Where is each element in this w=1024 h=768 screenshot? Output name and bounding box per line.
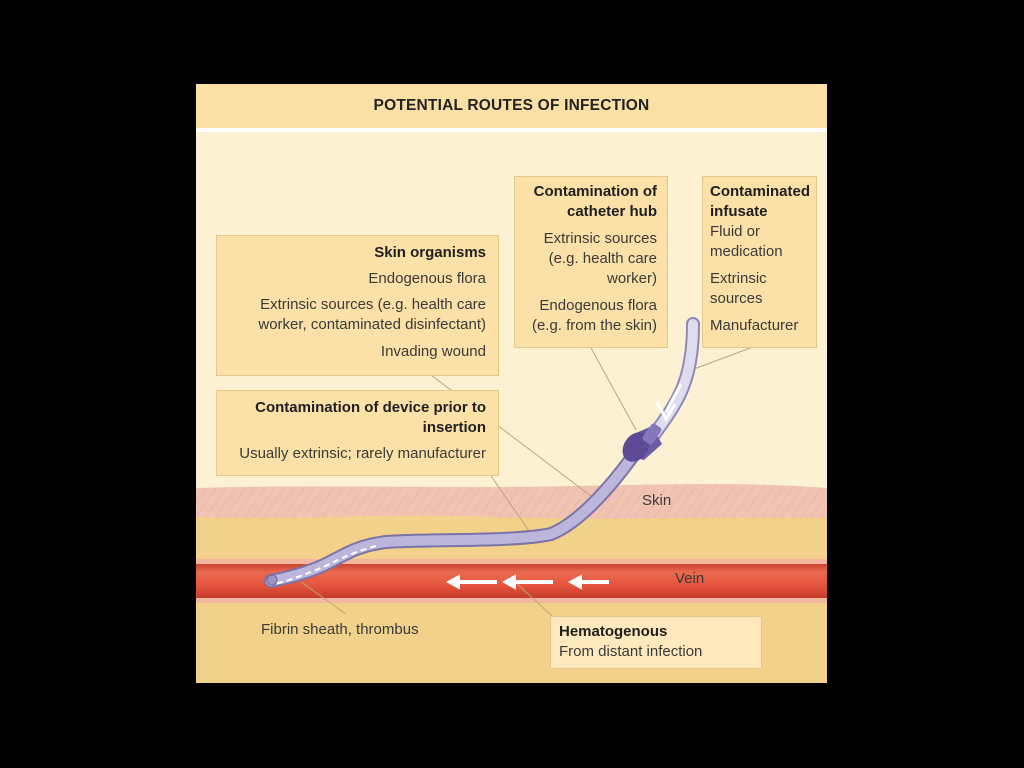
fibrin-label: Fibrin sheath, thrombus [261, 621, 419, 638]
catheter-hub-heading: catheter hub [566, 203, 657, 220]
infusate-heading: infusate [710, 203, 768, 220]
fibrin-sheath [273, 545, 377, 585]
catheter-hub-line: (e.g. health care [548, 250, 657, 267]
title-bar: POTENTIAL ROUTES OF INFECTION [196, 84, 827, 132]
skin-organisms-line: Invading wound [380, 343, 486, 360]
device-heading: insertion [422, 419, 486, 436]
contaminated-infusate-box: Contaminated infusate Fluid or medicatio… [702, 176, 817, 348]
diagram-title: POTENTIAL ROUTES OF INFECTION [373, 97, 650, 114]
device-contamination-box: Contamination of device prior to inserti… [216, 390, 499, 476]
hematogenous-box: Hematogenous From distant infection [550, 616, 762, 669]
skin-organisms-line: worker, contaminated disinfectant) [258, 316, 486, 333]
catheter-hub-line: Endogenous flora [539, 297, 657, 314]
skin-organisms-line: Endogenous flora [368, 270, 486, 287]
catheter-hub [622, 423, 662, 462]
skin-organisms-box: Skin organisms Endogenous flora Extrinsi… [216, 235, 499, 376]
skin-organisms-line: Extrinsic sources (e.g. health care [260, 296, 486, 313]
blood-flow-arrows [445, 574, 609, 590]
catheter-hub-heading: Contamination of [533, 183, 657, 200]
catheter-hub-line: worker) [606, 270, 657, 287]
infusate-line: sources [710, 290, 763, 307]
hematogenous-heading: Hematogenous [559, 623, 668, 640]
infusate-flow-arrow [655, 383, 683, 423]
hematogenous-line: From distant infection [559, 643, 703, 660]
diagram-panel: POTENTIAL ROUTES OF INFECTION Skin organ… [196, 84, 827, 683]
infusate-line: Fluid or [710, 223, 761, 240]
skin-label: Skin [642, 492, 672, 509]
skin-organisms-heading: Skin organisms [374, 244, 486, 261]
infusate-line: Manufacturer [710, 317, 799, 334]
device-line: Usually extrinsic; rarely manufacturer [239, 445, 486, 462]
catheter-hub-line: (e.g. from the skin) [531, 317, 657, 334]
catheter-hub-line: Extrinsic sources [543, 230, 657, 247]
infusate-heading: Contaminated [710, 183, 811, 200]
device-heading: Contamination of device prior to [255, 399, 486, 416]
vein-label: Vein [675, 570, 705, 587]
catheter-hub-box: Contamination of catheter hub Extrinsic … [514, 176, 668, 348]
infusate-line: medication [710, 243, 783, 260]
anatomy-illustration [196, 317, 827, 683]
infusate-line: Extrinsic [710, 270, 767, 287]
